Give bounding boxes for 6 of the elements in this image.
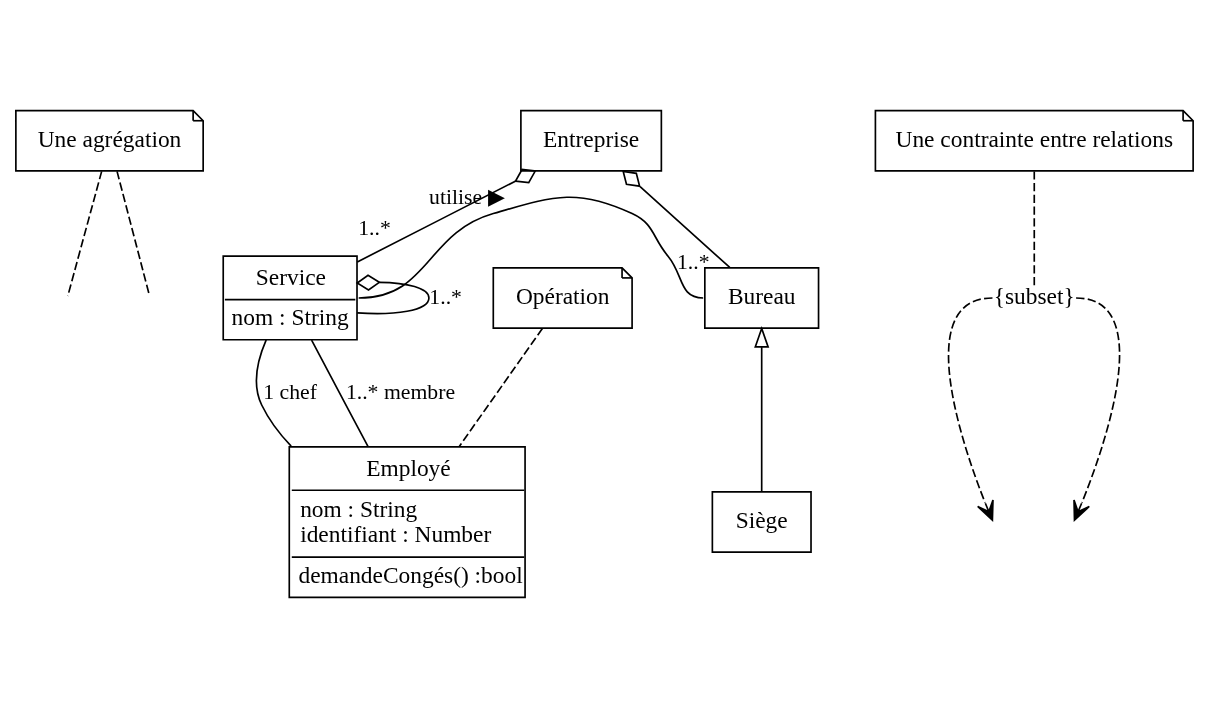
edge-label: utilise ▶ (429, 185, 505, 210)
edge-label: 1..* (358, 216, 391, 241)
edge-label: 1..* (429, 284, 462, 309)
edge-label: 1..* membre (345, 379, 456, 404)
edge-label: 1 chef (263, 379, 317, 404)
node-text: {subset} (993, 283, 1075, 310)
